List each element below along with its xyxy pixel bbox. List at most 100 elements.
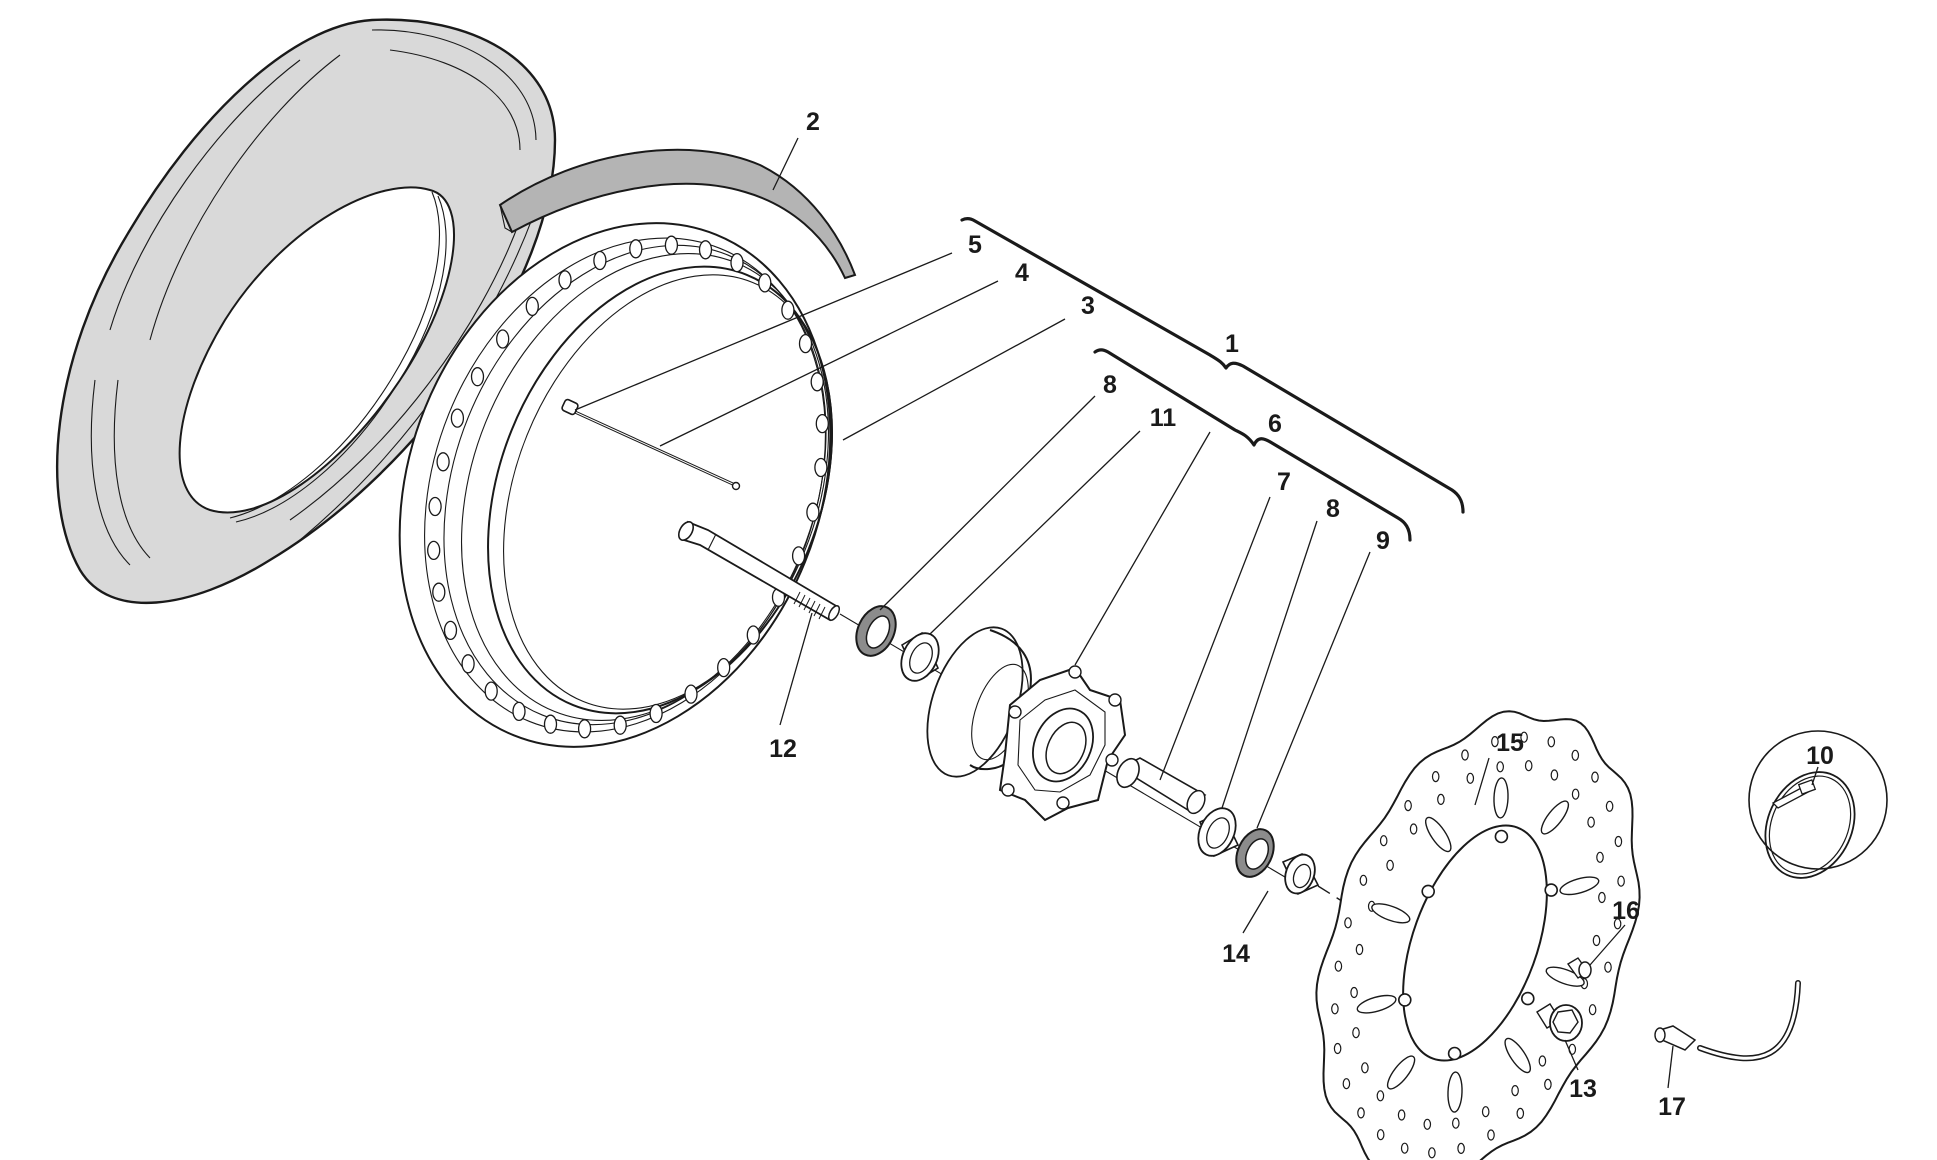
disc-mount-hole — [1544, 883, 1558, 897]
rim-spoke-hole — [427, 540, 441, 561]
disc-drill-hole — [1591, 771, 1599, 783]
disc-drill-hole — [1386, 859, 1394, 871]
rim-spoke-hole — [432, 582, 446, 602]
disc-drill-hole — [1423, 1118, 1432, 1130]
rim-spoke-hole — [512, 701, 526, 722]
callout-12: 12 — [769, 735, 797, 763]
flange-bolt — [1536, 1003, 1583, 1042]
disc-drill-hole — [1409, 823, 1418, 835]
wheel-hub — [926, 626, 1127, 822]
rim-strip — [498, 148, 857, 280]
disc-drill-hole — [1604, 961, 1612, 973]
brace-hub-6 — [1093, 348, 1412, 542]
disc-screw — [1566, 957, 1592, 979]
disc-drill-hole — [1361, 1062, 1369, 1074]
callout-1: 1 — [1225, 330, 1239, 358]
disc-drill-hole — [1491, 735, 1499, 748]
disc-mount-hole — [1447, 1046, 1462, 1061]
rim-spoke-hole — [496, 329, 510, 349]
disc-drill-hole — [1334, 960, 1343, 972]
disc-drill-hole — [1547, 736, 1556, 748]
rim-spoke-hole — [746, 625, 760, 645]
wheel-axle — [677, 520, 841, 622]
cable-tie-detail — [1748, 730, 1888, 879]
rim-spoke-hole — [815, 413, 829, 434]
disc-drill-hole — [1352, 1027, 1360, 1039]
callout-16: 16 — [1612, 897, 1640, 925]
rim-spoke-hole — [428, 496, 442, 517]
disc-mount-hole — [1398, 993, 1412, 1007]
disc-drill-hole — [1516, 1107, 1525, 1120]
rim-spoke-hole — [698, 240, 713, 260]
disc-vent-slot — [1371, 903, 1411, 924]
rim-spoke-hole — [810, 372, 824, 392]
disc-drill-hole — [1350, 986, 1358, 999]
brace-assembly-1 — [960, 217, 1465, 514]
rim-spoke-hole — [613, 715, 627, 735]
rim-spoke-hole — [436, 452, 450, 472]
rim-spoke-hole — [649, 703, 663, 724]
disc-drill-hole — [1404, 799, 1412, 812]
callout-2: 2 — [806, 108, 820, 136]
disc-vent-slot — [1540, 800, 1570, 835]
spacer-bush — [1281, 852, 1320, 896]
rim-spoke-hole — [525, 296, 539, 317]
rim — [398, 222, 833, 748]
disc-vent-slot — [1447, 1071, 1463, 1113]
disc-drill-hole — [1592, 934, 1601, 947]
disc-drill-hole — [1355, 943, 1364, 956]
callout-8-right: 8 — [1326, 495, 1340, 523]
disc-drill-hole — [1617, 875, 1625, 887]
callout-10: 10 — [1806, 742, 1834, 770]
disc-drill-hole — [1428, 1147, 1436, 1159]
disc-drill-hole — [1496, 761, 1505, 773]
disc-vent-slot — [1559, 876, 1600, 896]
spoke — [574, 410, 741, 491]
disc-drill-hole — [1333, 1042, 1342, 1055]
disc-drill-hole — [1461, 749, 1469, 761]
disc-drill-hole — [1613, 918, 1622, 930]
bearing-right — [1197, 807, 1240, 858]
rim-spoke-hole — [470, 367, 485, 387]
disc-mount-hole — [1521, 991, 1535, 1006]
disc-drill-hole — [1466, 772, 1475, 784]
disc-drill-hole — [1598, 891, 1606, 904]
disc-drill-hole — [1520, 731, 1528, 743]
callout-11: 11 — [1150, 404, 1177, 432]
callout-5: 5 — [968, 231, 982, 259]
disc-drill-hole — [1596, 851, 1604, 863]
disc-drill-hole — [1344, 917, 1352, 929]
rim-spoke-hole — [730, 252, 744, 273]
disc-drill-hole — [1481, 1106, 1490, 1118]
disc-drill-hole — [1605, 800, 1614, 812]
disc-drill-hole — [1397, 1109, 1406, 1121]
rim-spoke-hole — [806, 502, 820, 522]
callout-8: 8 — [1103, 371, 1117, 399]
oil-seal-right — [1235, 828, 1275, 878]
disc-mount-hole — [1494, 829, 1509, 844]
callout-15: 15 — [1496, 729, 1524, 757]
rim-spoke-hole — [484, 681, 498, 701]
disc-drill-hole — [1342, 1078, 1351, 1090]
rim-spoke-hole — [577, 719, 592, 739]
callout-3: 3 — [1081, 292, 1095, 320]
rim-spoke-hole — [758, 273, 772, 293]
disc-drill-hole — [1376, 1090, 1385, 1102]
disc-drill-hole — [1400, 1142, 1409, 1154]
rim-spoke-hole — [629, 239, 643, 259]
rim-spoke-hole — [814, 457, 828, 478]
spacer — [1116, 757, 1207, 815]
rim-spoke-hole — [543, 714, 558, 734]
disc-drill-hole — [1511, 1084, 1519, 1097]
disc-drill-hole — [1587, 816, 1595, 828]
disc-drill-hole — [1457, 1142, 1465, 1155]
disc-drill-hole — [1431, 770, 1440, 783]
disc-drill-hole — [1524, 760, 1533, 772]
callout-labels: 2 5 4 3 1 8 11 6 7 8 9 12 15 10 16 14 13… — [769, 108, 1834, 1121]
brake-disc — [1315, 710, 1641, 1160]
disc-drill-hole — [1452, 1117, 1460, 1129]
callout-13: 13 — [1569, 1075, 1597, 1103]
rim-spoke-hole — [443, 620, 458, 641]
rim-spoke-hole — [798, 333, 813, 354]
